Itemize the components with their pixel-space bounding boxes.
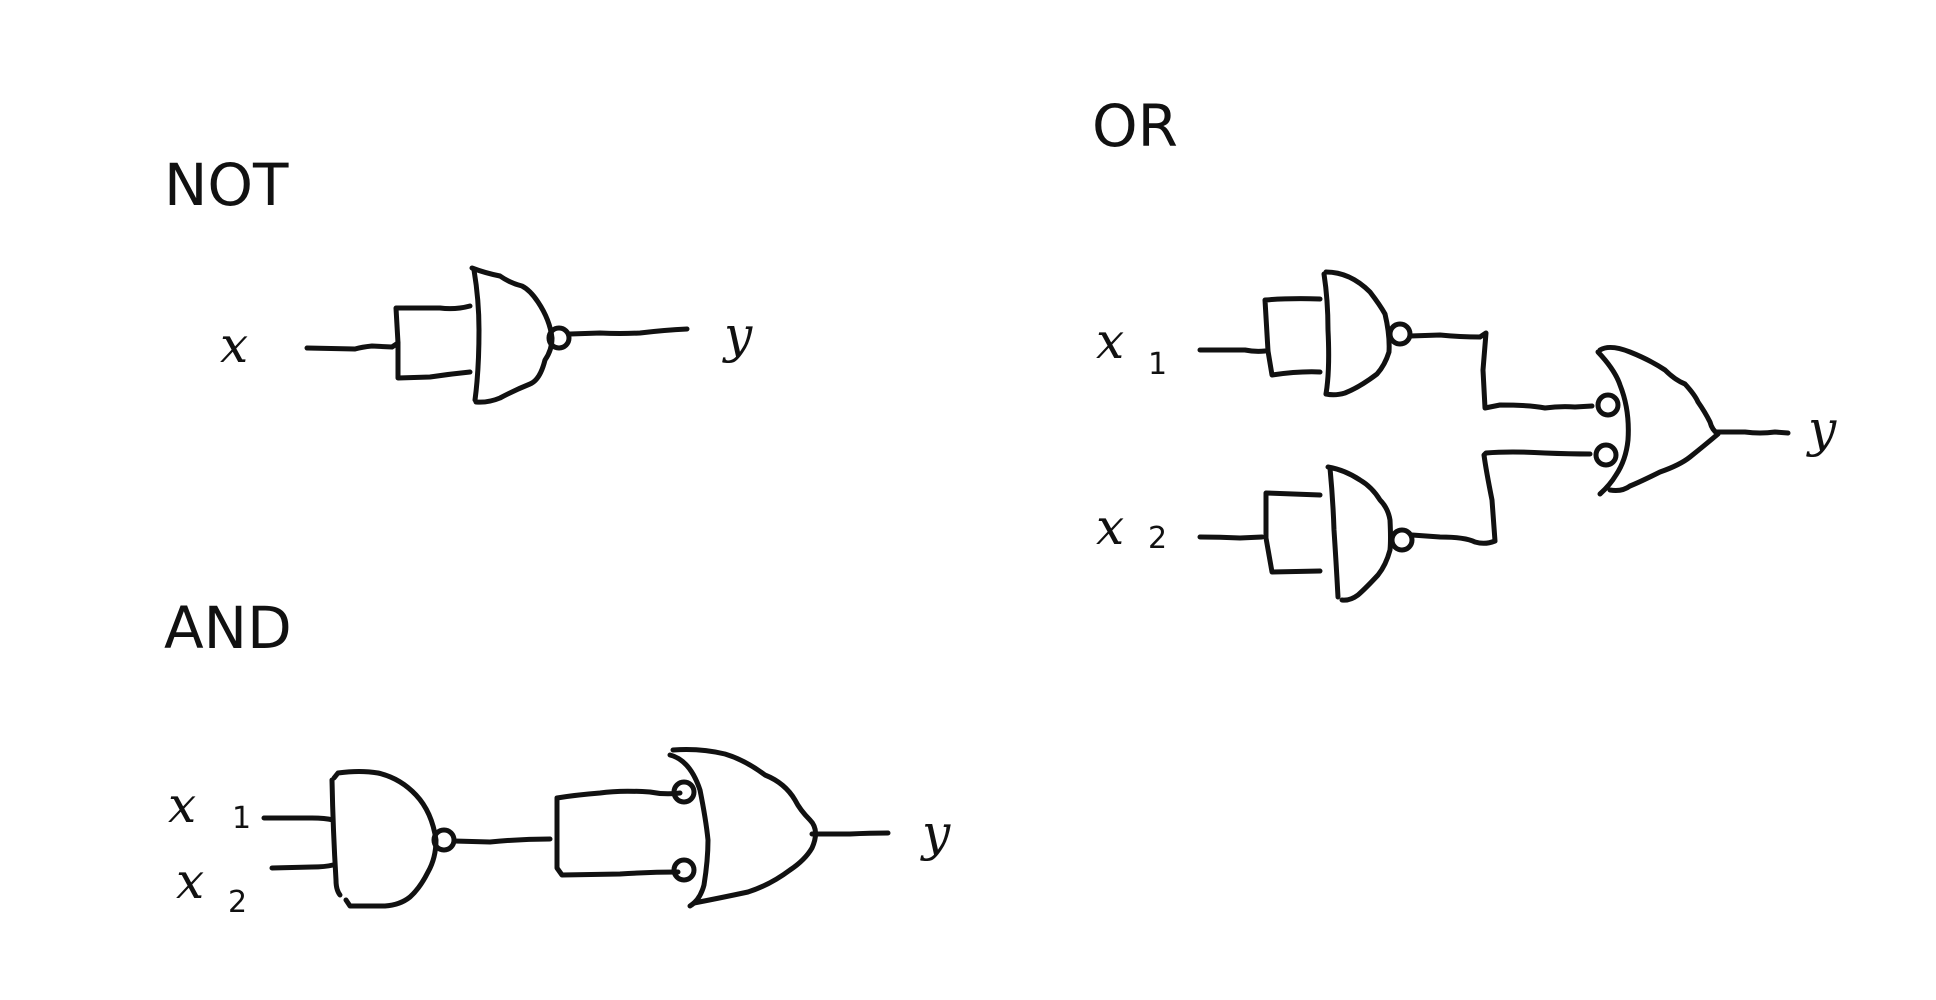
nand-gate-not xyxy=(469,265,572,405)
or-output-y-label: y xyxy=(1806,400,1837,458)
or-input1-subscript: 1 xyxy=(1148,347,1167,382)
or-bottom-connector-wire xyxy=(1409,449,1593,546)
and-input-wires xyxy=(261,815,336,871)
and-input1-subscript: 1 xyxy=(232,801,251,836)
and-input1-x-label: x xyxy=(168,776,196,834)
or-input2-fork xyxy=(1263,490,1323,575)
and-middle-fork xyxy=(554,788,683,878)
nand-gate-or-top xyxy=(1321,269,1413,398)
nand-bubble xyxy=(546,325,572,351)
or-input1-fork xyxy=(1262,296,1323,378)
input-inverter-bubble-top xyxy=(671,779,697,805)
and-input2-x-label: x xyxy=(176,852,204,910)
input-inverter-bubble-top xyxy=(1595,392,1621,418)
nand-gate-or-bottom xyxy=(1325,464,1415,603)
and-input2-subscript: 2 xyxy=(228,885,247,920)
and-diagram: AND x 1 x 2 y xyxy=(164,594,951,920)
input-inverter-bubble-bottom xyxy=(1593,442,1619,468)
or-input2-subscript: 2 xyxy=(1148,521,1167,556)
or-top-connector-wire xyxy=(1407,330,1595,411)
nand-bubble xyxy=(1387,321,1413,347)
and-middle-wire xyxy=(451,836,553,845)
not-diagram: NOT x y xyxy=(164,151,753,405)
or-output-wire xyxy=(1713,429,1791,436)
nand-bubble xyxy=(1389,527,1415,553)
not-input-fork xyxy=(393,303,473,381)
and-output-wire xyxy=(809,830,891,837)
nand-gate-and-first xyxy=(329,769,457,909)
or-input1-wire xyxy=(1197,347,1268,354)
not-output-wire xyxy=(567,326,690,337)
or-title: OR xyxy=(1092,92,1178,160)
or-input1-x-label: x xyxy=(1096,312,1124,370)
not-input-x-label: x xyxy=(220,316,248,374)
and-title: AND xyxy=(164,594,292,662)
or-input2-x-label: x xyxy=(1096,498,1124,556)
or-diagram: OR x 1 x 2 y xyxy=(1092,92,1837,603)
not-title: NOT xyxy=(164,151,289,219)
not-input-wire xyxy=(304,340,401,352)
and-output-y-label: y xyxy=(920,804,951,862)
input-inverter-bubble-bottom xyxy=(671,857,697,883)
not-output-y-label: y xyxy=(722,306,753,364)
or-input2-wire xyxy=(1197,534,1265,541)
or-with-inverted-inputs-gate xyxy=(667,747,818,909)
or-final-gate xyxy=(1593,344,1721,497)
